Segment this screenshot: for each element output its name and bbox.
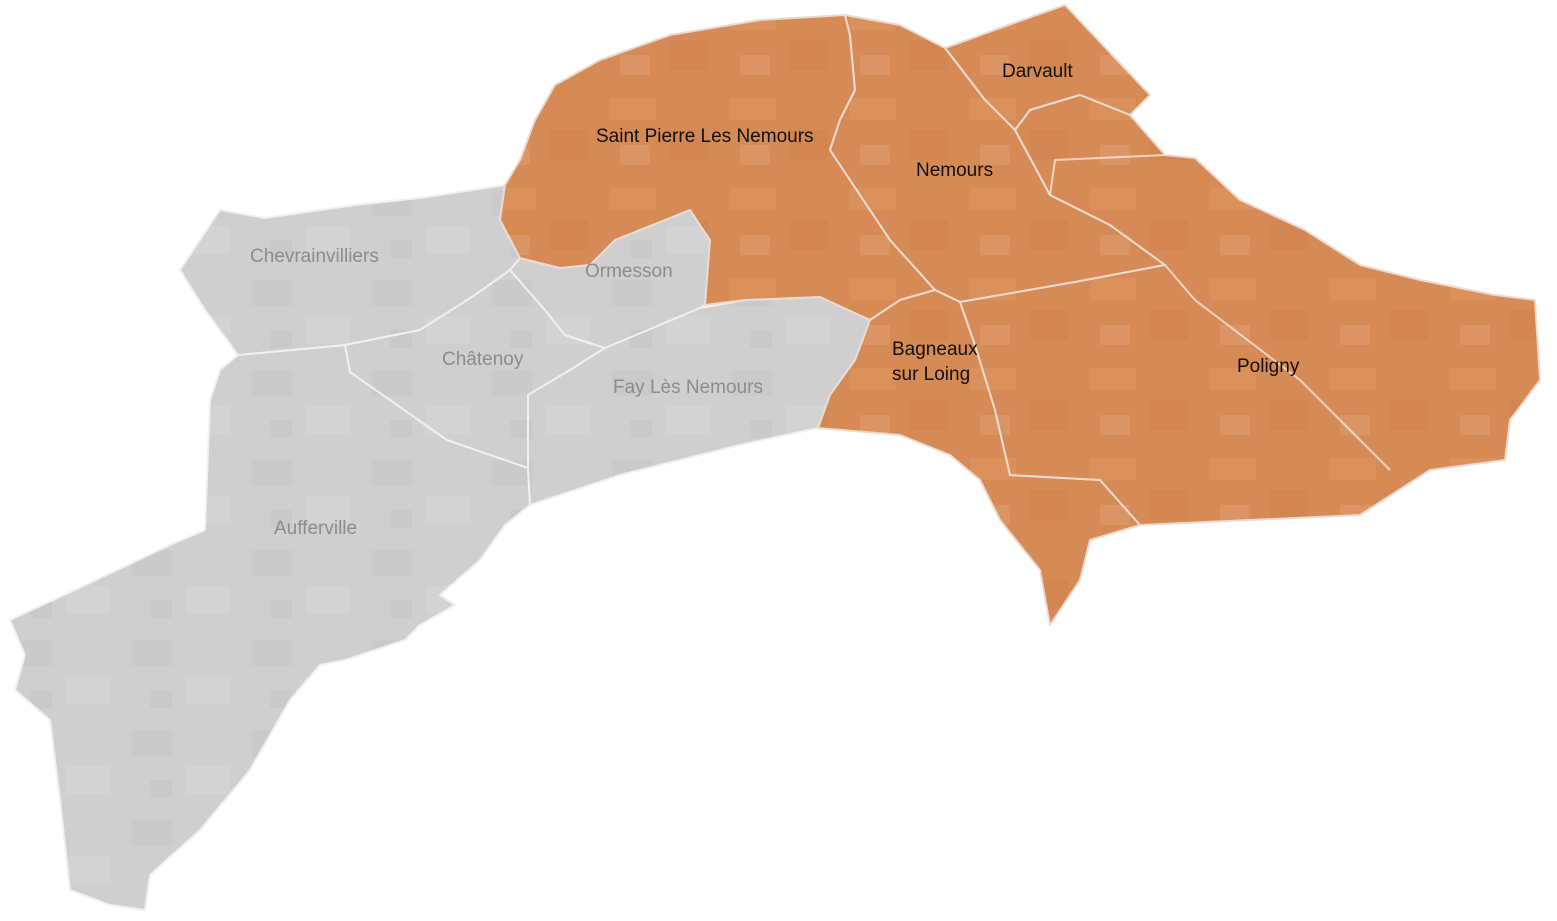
road-lines xyxy=(1049,154,1391,471)
communes-highlighted xyxy=(499,4,1541,626)
commune-aufferville[interactable] xyxy=(9,344,531,911)
communes-other xyxy=(9,184,871,911)
commune-poligny[interactable] xyxy=(959,94,1541,526)
